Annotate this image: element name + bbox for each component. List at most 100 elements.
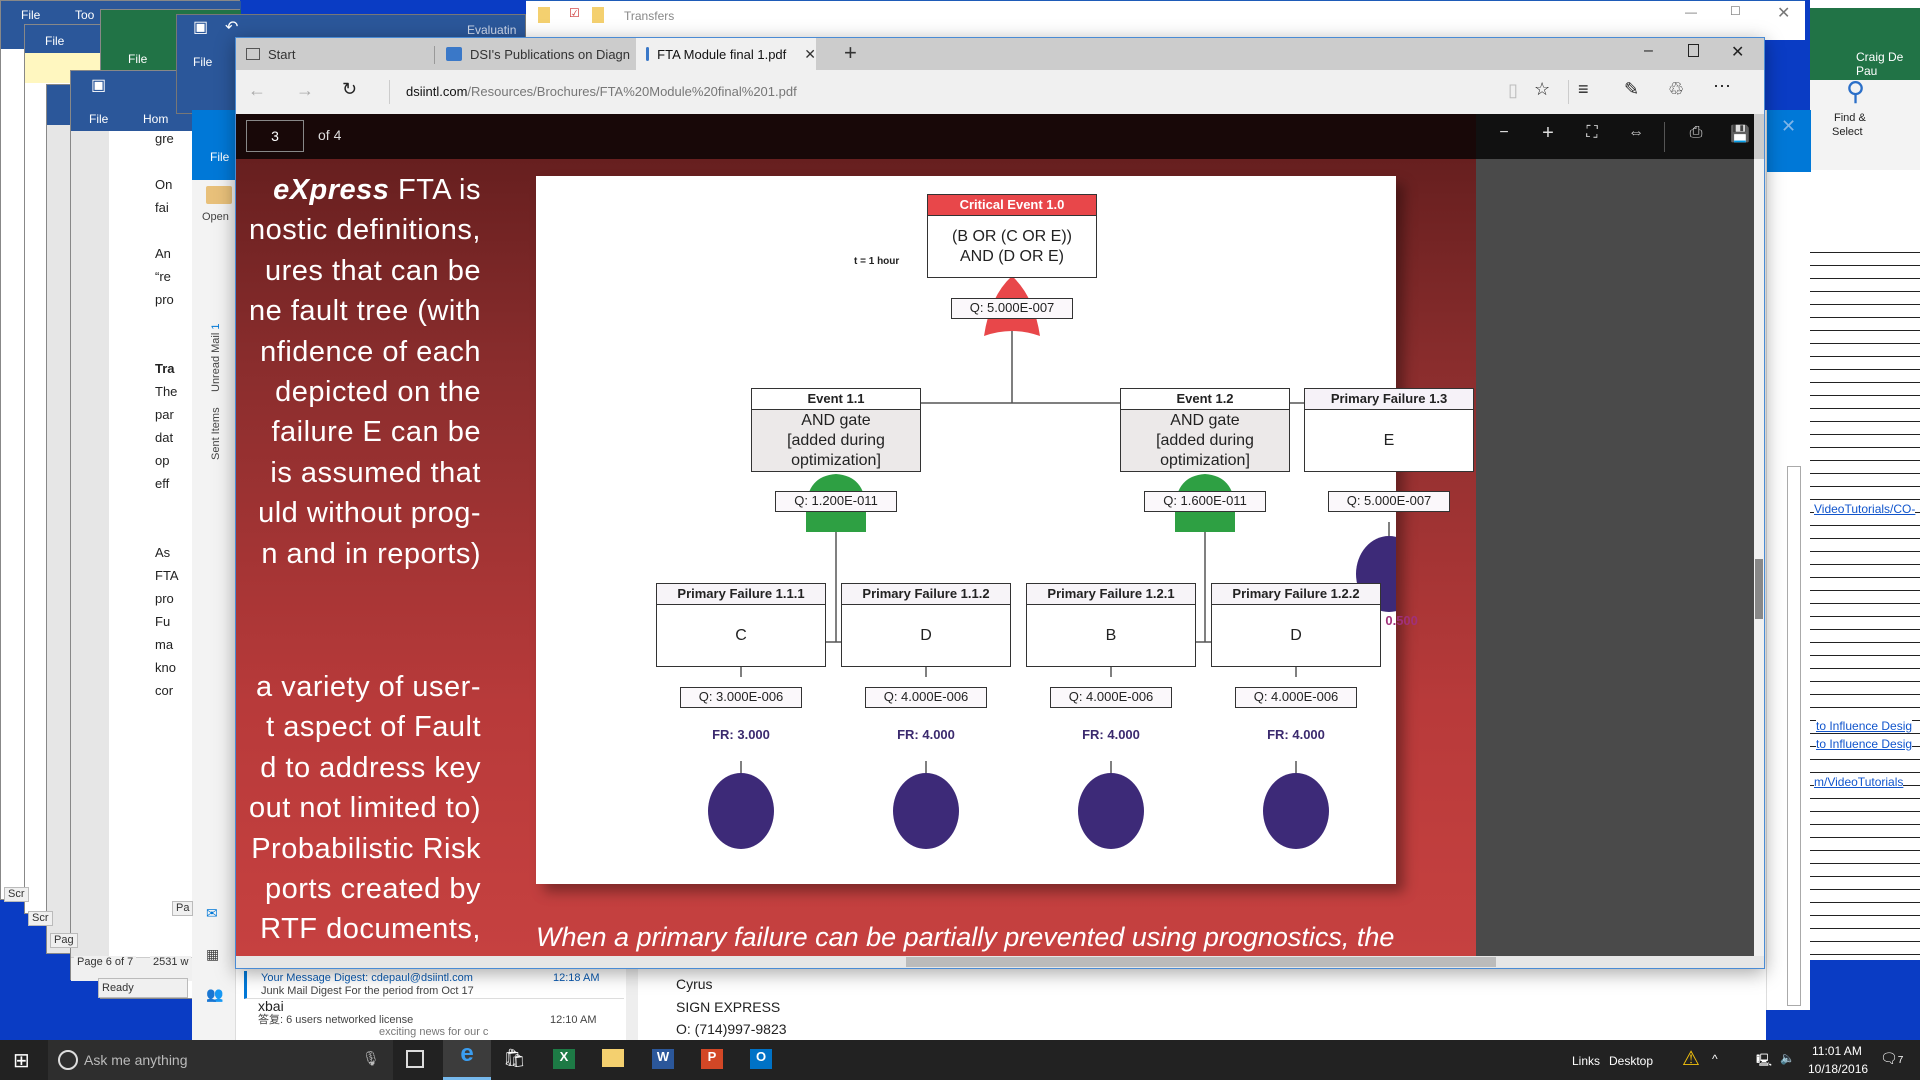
zoom-out-button[interactable]: −: [1499, 124, 1509, 141]
close-tab-icon[interactable]: ✕: [804, 45, 816, 62]
clock-date[interactable]: 10/18/2016: [1808, 1062, 1869, 1076]
user-name[interactable]: Craig De Pau: [1856, 50, 1904, 78]
store-icon[interactable]: 🛍: [503, 1048, 526, 1068]
basic-event-icon: [1263, 773, 1329, 849]
hyperlink-cell[interactable]: to Influence Desig: [1816, 737, 1913, 751]
new-folder-icon[interactable]: [592, 7, 604, 23]
start-button[interactable]: ⊞: [13, 1050, 30, 1072]
fit-width-button[interactable]: ⇔: [1628, 124, 1644, 141]
outlook-taskbar-icon[interactable]: O: [750, 1049, 772, 1069]
tab-bar: Start DSI's Publications on Diagn FTA Mo…: [236, 38, 1764, 70]
side-panel: ✕: [1766, 110, 1811, 1010]
file-tab[interactable]: File: [210, 150, 230, 164]
tools-tab[interactable]: Too: [75, 8, 95, 22]
mail-icon[interactable]: ✉: [206, 905, 218, 921]
forward-button[interactable]: →: [296, 80, 314, 100]
horizontal-scrollbar[interactable]: [236, 956, 1764, 968]
spreadsheet-grid[interactable]: [1810, 240, 1920, 960]
sent-items-folder[interactable]: Sent Items: [210, 407, 222, 460]
network-icon[interactable]: 🖳: [1756, 1053, 1773, 1067]
favorite-star-icon[interactable]: ☆: [1534, 79, 1551, 99]
desktop-toolbar[interactable]: Desktop: [1609, 1054, 1654, 1068]
minimize-button[interactable]: –: [1644, 42, 1653, 59]
word-taskbar-icon[interactable]: W: [652, 1049, 674, 1069]
hyperlink-cell[interactable]: VideoTutorials/CO-: [1814, 502, 1916, 516]
probability-label: Q: 5.000E-007: [1328, 491, 1450, 512]
links-toolbar[interactable]: Links: [1572, 1054, 1601, 1068]
unread-mail-label: Unread Mail: [210, 332, 222, 392]
save-icon[interactable]: ▣: [193, 19, 209, 36]
share-icon[interactable]: ♲: [1668, 79, 1685, 99]
open-label[interactable]: Open: [202, 211, 229, 223]
zoom-in-button[interactable]: +: [1542, 122, 1554, 144]
doc-line: As: [155, 545, 171, 560]
notification-count: 7: [1897, 1055, 1904, 1066]
close-button[interactable]: ✕: [1731, 44, 1745, 61]
save-icon[interactable]: ▣: [91, 77, 107, 94]
close-button[interactable]: ✕: [1777, 5, 1791, 22]
vertical-scrollbar[interactable]: [1754, 159, 1764, 956]
probability-label: Q: 1.200E-011: [775, 491, 897, 512]
pdf-text-line: nostic definitions,: [249, 214, 481, 247]
explorer-taskbar-icon[interactable]: [602, 1049, 624, 1067]
more-icon[interactable]: ⋯: [1713, 76, 1731, 96]
file-tab[interactable]: File: [89, 112, 109, 126]
edge-browser-window: Start DSI's Publications on Diagn FTA Mo…: [235, 37, 1765, 969]
scrollbar[interactable]: [1787, 466, 1801, 1006]
url-field[interactable]: dsiintl.com/Resources/Brochures/FTA%20Mo…: [406, 84, 797, 99]
clock-time[interactable]: 11:01 AM: [1812, 1044, 1862, 1058]
cortana-search[interactable]: Ask me anything 🎙: [48, 1040, 393, 1080]
pdf-text-line: ures that can be: [265, 254, 481, 287]
maximize-button[interactable]: [1688, 44, 1699, 57]
minimize-button[interactable]: —: [1685, 5, 1697, 19]
home-tab[interactable]: Hom: [143, 112, 169, 126]
page-number-input[interactable]: 3: [246, 120, 304, 152]
properties-icon[interactable]: ☑: [569, 6, 580, 20]
unread-mail-folder[interactable]: Unread Mail 1: [210, 324, 222, 393]
web-note-icon[interactable]: ✎: [1624, 79, 1640, 99]
action-center-icon[interactable]: 🗨7: [1880, 1050, 1904, 1066]
save-button[interactable]: 💾: [1730, 126, 1750, 143]
powerpoint-taskbar-icon[interactable]: P: [701, 1049, 723, 1069]
file-tab[interactable]: File: [45, 34, 65, 48]
find-select-icon[interactable]: ⚲: [1846, 76, 1866, 106]
unread-count: 1: [210, 323, 222, 330]
calendar-icon[interactable]: ▦: [206, 946, 220, 962]
reading-view-icon[interactable]: ▯: [1508, 80, 1518, 100]
back-button[interactable]: ←: [248, 80, 266, 100]
close-panel-icon[interactable]: ✕: [1781, 116, 1797, 136]
file-tab[interactable]: File: [193, 55, 213, 69]
undo-icon[interactable]: ↶: [225, 19, 239, 36]
tab-dsi-publications[interactable]: DSI's Publications on Diagn: [436, 38, 636, 70]
hyperlink-cell[interactable]: m/VideoTutorials: [1814, 775, 1904, 789]
file-tab[interactable]: File: [21, 8, 41, 22]
new-tab-button[interactable]: +: [844, 40, 857, 65]
tab-fta-module[interactable]: FTA Module final 1.pdf✕: [636, 38, 816, 70]
refresh-button[interactable]: ↻: [342, 79, 358, 99]
fit-page-button[interactable]: ⛶: [1586, 124, 1598, 141]
mail-time: 12:18 AM: [553, 972, 600, 984]
hub-icon[interactable]: ≡: [1578, 79, 1589, 99]
file-tab[interactable]: File: [128, 52, 148, 66]
task-view-icon[interactable]: [406, 1050, 424, 1068]
maximize-button[interactable]: ☐: [1730, 4, 1741, 18]
print-button[interactable]: ⎙: [1689, 124, 1703, 141]
people-icon[interactable]: 👥: [206, 986, 224, 1002]
mail-item[interactable]: xbai 答复: 6 users networked license 12:10…: [244, 999, 624, 1040]
find-select-label[interactable]: Find &: [1834, 112, 1866, 124]
doc-line: ma: [155, 637, 174, 652]
warning-icon[interactable]: ⚠: [1682, 1048, 1700, 1070]
doc-line: cor: [155, 683, 174, 698]
excel-taskbar-icon[interactable]: X: [553, 1049, 575, 1069]
select-label[interactable]: Select: [1832, 126, 1863, 138]
tab-start[interactable]: Start: [236, 38, 436, 70]
mail-item[interactable]: Your Message Digest: cdepaul@dsiintl.com…: [244, 971, 624, 999]
volume-icon[interactable]: 🔈: [1780, 1051, 1795, 1065]
microphone-icon[interactable]: 🎙: [362, 1050, 380, 1066]
hyperlink-cell[interactable]: to Influence Desig: [1816, 719, 1913, 733]
pdf-toolbar: 3 of 4 − + ⛶ ⇔ ⎙ 💾: [236, 114, 1754, 159]
show-hidden-icons[interactable]: ^: [1712, 1052, 1718, 1066]
probability-label: Q: 4.000E-006: [1050, 687, 1172, 708]
edge-taskbar-icon[interactable]: e: [443, 1040, 491, 1080]
